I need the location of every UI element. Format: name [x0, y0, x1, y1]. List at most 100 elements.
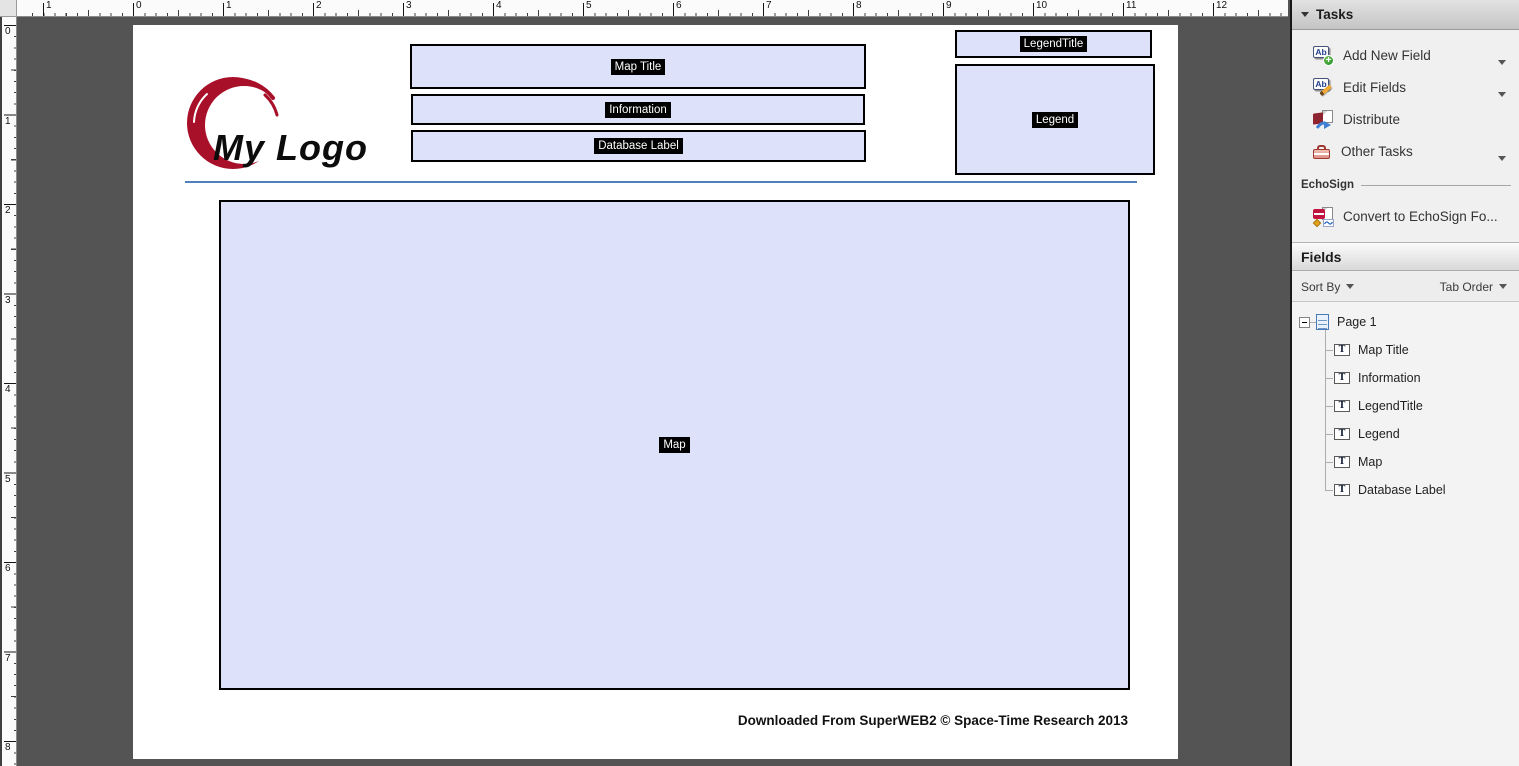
form-field-legend-title[interactable]: LegendTitle	[955, 30, 1152, 58]
task-label: Other Tasks	[1341, 143, 1413, 159]
form-field-map[interactable]: Map	[219, 200, 1130, 690]
tree-item-map[interactable]: Map	[1292, 448, 1519, 476]
ruler-number: 7	[5, 652, 11, 664]
logo: My Logo	[177, 67, 407, 197]
ruler-number: 3	[406, 0, 412, 11]
ruler-number: 8	[856, 0, 862, 11]
task-add-new-field[interactable]: Ab+ Add New Field	[1292, 39, 1519, 71]
task-distribute[interactable]: Distribute	[1292, 103, 1519, 135]
ruler-number: 7	[766, 0, 772, 11]
logo-swoosh-icon	[187, 77, 283, 169]
text-field-icon	[1334, 344, 1350, 356]
task-label: Add New Field	[1343, 47, 1431, 63]
ruler-number: 1	[46, 0, 52, 11]
ruler-number: 1	[226, 0, 232, 11]
edit-fields-icon: Ab	[1313, 77, 1334, 97]
ruler-number: 12	[1216, 0, 1228, 11]
add-new-field-icon: Ab+	[1313, 45, 1334, 66]
text-field-icon	[1334, 484, 1350, 496]
ruler-number: 6	[5, 563, 11, 574]
dropdown-arrow-icon[interactable]	[1498, 52, 1506, 70]
dropdown-arrow-icon[interactable]	[1498, 84, 1506, 102]
ruler-number: 6	[676, 0, 682, 11]
form-field-legend[interactable]: Legend	[955, 64, 1155, 175]
collapse-minus-icon[interactable]	[1299, 316, 1310, 328]
tasks-title: Tasks	[1316, 7, 1354, 22]
field-label: Legend	[1031, 111, 1079, 128]
ruler-number: 9	[946, 0, 952, 11]
ruler-corner	[0, 0, 17, 17]
other-tasks-icon	[1313, 143, 1332, 159]
ruler-number: 2	[316, 0, 322, 11]
field-label: Database Label	[594, 138, 683, 154]
tree-connector	[1310, 321, 1316, 323]
task-convert-to-echosign[interactable]: Convert to EchoSign Fo...	[1292, 200, 1519, 232]
tree-item-legend[interactable]: Legend	[1292, 420, 1519, 448]
tasks-header[interactable]: Tasks	[1292, 0, 1519, 30]
ruler-number: 4	[496, 0, 502, 11]
fields-tree: Page 1 Map Title Information LegendTitle…	[1292, 302, 1519, 766]
field-label: Information	[605, 101, 671, 118]
task-other-tasks[interactable]: Other Tasks	[1292, 135, 1519, 167]
sort-by-label: Sort By	[1301, 279, 1341, 294]
form-field-information[interactable]: Information	[411, 94, 865, 125]
section-divider	[1361, 184, 1511, 186]
form-field-database-label[interactable]: Database Label	[411, 130, 866, 162]
distribute-icon	[1313, 109, 1334, 129]
tree-label: LegendTitle	[1358, 399, 1423, 413]
task-label: Convert to EchoSign Fo...	[1343, 208, 1498, 224]
tree-label: Map	[1358, 455, 1383, 469]
tree-label: Page 1	[1337, 315, 1377, 329]
task-label: Distribute	[1343, 111, 1401, 127]
chevron-down-icon	[1499, 284, 1507, 289]
ruler-number: 10	[1036, 0, 1048, 11]
tree-label: Map Title	[1358, 343, 1409, 357]
tree-item-database-label[interactable]: Database Label	[1292, 476, 1519, 504]
echosign-title: EchoSign	[1301, 179, 1355, 191]
text-field-icon	[1334, 456, 1350, 468]
dropdown-arrow-icon[interactable]	[1498, 148, 1506, 166]
ruler-number: 11	[1126, 0, 1137, 11]
text-field-icon	[1334, 400, 1350, 412]
ruler-number: 0	[136, 0, 142, 11]
chevron-down-icon	[1346, 284, 1355, 289]
field-label: LegendTitle	[1019, 36, 1088, 52]
footer-text: Downloaded From SuperWEB2 © Space-Time R…	[737, 713, 1128, 728]
field-label: Map Title	[610, 58, 666, 75]
sort-by-dropdown[interactable]: Sort By	[1301, 279, 1355, 294]
tree-label: Information	[1358, 371, 1421, 385]
header-divider-line	[185, 181, 1137, 183]
text-field-icon	[1334, 372, 1350, 384]
tree-item-map-title[interactable]: Map Title	[1292, 336, 1519, 364]
tree-item-legendtitle[interactable]: LegendTitle	[1292, 392, 1519, 420]
fields-sort-bar: Sort By Tab Order	[1292, 272, 1519, 302]
right-panel: Tasks Ab+ Add New Field Ab Edit Fields	[1290, 0, 1519, 766]
tree-label: Database Label	[1358, 483, 1446, 497]
echosign-section-header: EchoSign	[1301, 179, 1511, 191]
form-field-map-title[interactable]: Map Title	[410, 44, 866, 89]
tree-item-page-1[interactable]: Page 1	[1292, 308, 1519, 336]
ruler-number: 8	[5, 742, 11, 753]
tab-order-label: Tab Order	[1439, 279, 1493, 294]
fields-header: Fields	[1292, 242, 1519, 271]
task-edit-fields[interactable]: Ab Edit Fields	[1292, 71, 1519, 103]
document-page: My Logo Map Title Information Database L…	[133, 25, 1178, 759]
ruler-number: 0	[5, 26, 11, 37]
ruler-number: 3	[5, 294, 11, 306]
text-field-icon	[1334, 428, 1350, 440]
ruler-number: 2	[5, 205, 11, 216]
task-list: Ab+ Add New Field Ab Edit Fields Distrib…	[1292, 30, 1519, 232]
tree-label: Legend	[1358, 427, 1400, 441]
ruler-number: 5	[5, 473, 11, 485]
ruler-number: 1	[5, 115, 11, 127]
logo-text: My Logo	[213, 127, 368, 168]
ruler-number: 5	[586, 0, 592, 11]
tree-item-information[interactable]: Information	[1292, 364, 1519, 392]
page-icon	[1316, 314, 1329, 330]
field-label: Map	[659, 437, 690, 453]
collapse-triangle-icon	[1301, 12, 1309, 17]
tab-order-dropdown[interactable]: Tab Order	[1440, 280, 1507, 294]
task-label: Edit Fields	[1343, 79, 1407, 95]
